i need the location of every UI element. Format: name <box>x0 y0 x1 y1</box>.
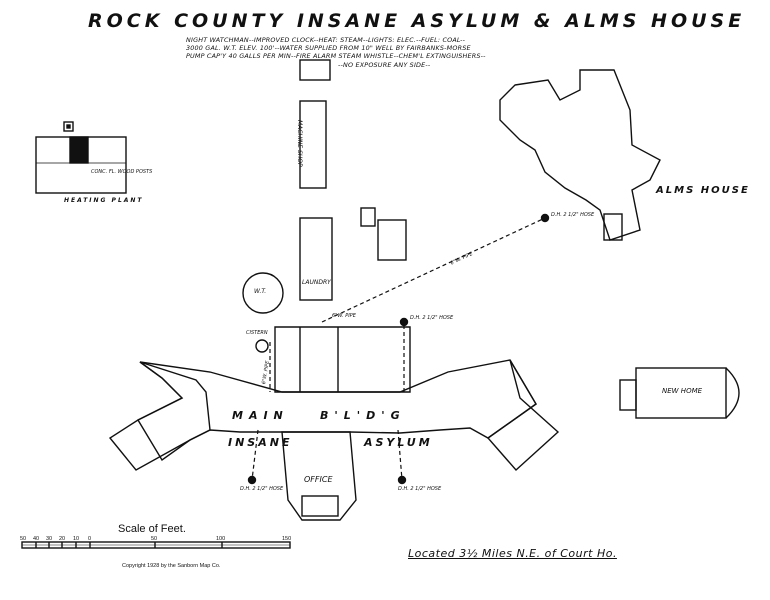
building-small-1 <box>360 207 376 227</box>
label-new-home: NEW HOME <box>662 387 703 395</box>
label-cistern: CISTERN <box>246 330 268 336</box>
water-tank <box>242 272 284 314</box>
scale-title: Scale of Feet. <box>118 523 186 535</box>
label-dh-left: D.H. 2 1/2" HOSE <box>240 486 284 492</box>
map-title: ROCK COUNTY INSANE ASYLUM & ALMS HOUSE <box>88 10 746 32</box>
label-bldg: B'L'D'G <box>320 409 406 422</box>
main-building <box>137 359 537 462</box>
scale-tick: 10 <box>73 536 80 542</box>
alms-house-building <box>499 69 661 241</box>
label-insane: INSANE <box>228 436 293 449</box>
scale-tick: 100 <box>216 536 226 542</box>
label-dh-right: D.H. 2 1/2" HOSE <box>398 486 442 492</box>
label-pipe-2: 6"W. PIPE <box>332 313 356 319</box>
copyright-text: Copyright 1928 by the Sanborn Map Co. <box>122 563 221 569</box>
note-line-4: --NO EXPOSURE ANY SIDE-- <box>338 61 431 69</box>
scale-tick: 30 <box>46 536 53 542</box>
scale-tick: 20 <box>59 536 66 542</box>
label-alms-house: ALMS HOUSE <box>656 185 750 196</box>
building-h <box>377 219 407 261</box>
scale-tick: 150 <box>282 536 292 542</box>
machine-shop <box>299 100 327 189</box>
office-block <box>281 431 357 521</box>
scale-tick: 50 <box>20 536 27 542</box>
location-note: Located 3½ Miles N.E. of Court Ho. <box>408 547 617 560</box>
label-conc-fl: CONC. FL. WOOD POSTS <box>91 169 153 175</box>
label-dh-alms: D.H. 2 1/2" HOSE <box>551 212 595 218</box>
label-heating-plant: HEATING PLANT <box>64 197 144 204</box>
scale-tick: 50 <box>151 536 158 542</box>
right-wing <box>486 359 560 471</box>
label-dh-top: D.H. 2 1/2" HOSE <box>410 315 454 321</box>
note-line-2: 3000 GAL. W.T. ELEV. 100'--WATER SUPPLIE… <box>186 44 471 52</box>
label-asylum: ASYLUM <box>364 436 433 449</box>
label-main: MAIN <box>232 409 289 422</box>
laundry-building <box>299 217 333 301</box>
label-laundry: LAUNDRY <box>302 279 331 286</box>
scale-bar <box>21 541 291 549</box>
label-office: OFFICE <box>304 475 333 484</box>
scale-tick: 0 <box>88 536 92 542</box>
label-machine-shop: MACHINE SHOP <box>296 120 303 167</box>
label-water-tank: W.T. <box>254 288 267 295</box>
water-pipes <box>251 217 546 481</box>
note-line-1: NIGHT WATCHMAN--IMPROVED CLOCK--HEAT: ST… <box>186 36 466 44</box>
rear-block <box>274 326 411 393</box>
building-f <box>299 59 331 81</box>
heating-plant <box>35 121 127 194</box>
left-wing <box>108 361 211 471</box>
note-line-3: PUMP CAP'Y 40 GALLS PER MIN--FIRE ALARM … <box>186 52 486 60</box>
scale-tick: 40 <box>33 536 40 542</box>
cistern <box>255 339 269 353</box>
